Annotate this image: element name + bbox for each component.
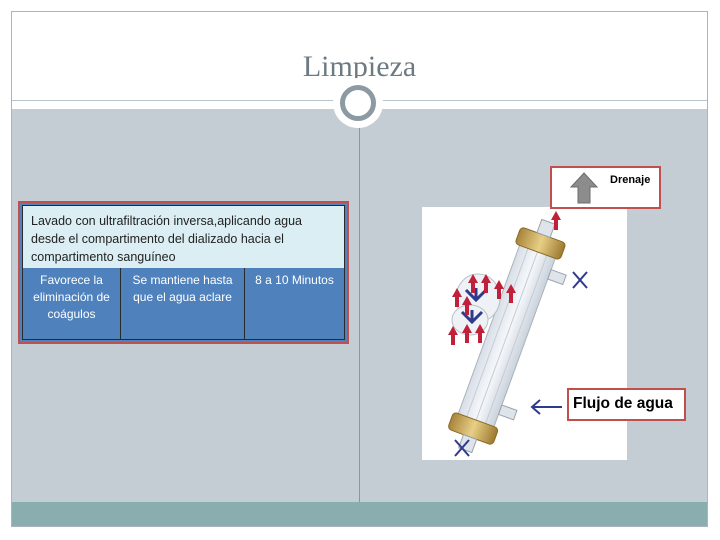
dialyzer-tube <box>448 218 567 454</box>
table-header: Lavado con ultrafiltración inversa,aplic… <box>23 206 344 268</box>
info-table: Lavado con ultrafiltración inversa,aplic… <box>18 201 349 344</box>
inner-flow-arrow-icon <box>464 288 488 303</box>
flow-label: Flujo de agua <box>573 395 673 412</box>
red-flow-arrows-icon <box>448 211 561 345</box>
closed-port-icon <box>454 271 588 457</box>
column-divider <box>359 109 360 502</box>
info-table-inner: Lavado con ultrafiltración inversa,aplic… <box>22 205 345 340</box>
footer-band <box>12 502 707 526</box>
divider-circle-icon <box>340 85 376 121</box>
table-cell-purpose: Favorece la eliminación de coágulos <box>23 268 121 339</box>
drain-label: Drenaje <box>610 174 651 186</box>
slide-title: Limpieza <box>302 50 417 83</box>
slide-frame <box>11 11 708 527</box>
table-cell-time: 8 a 10 Minutos <box>255 273 334 287</box>
flow-label-box: Flujo de agua <box>567 388 686 421</box>
drain-label-box: Drenaje <box>550 166 661 209</box>
flow-in-arrow-icon <box>530 399 562 415</box>
table-cell-duration-rule: Se mantiene hasta que el agua aclare <box>121 268 245 339</box>
up-arrow-icon <box>569 172 599 204</box>
